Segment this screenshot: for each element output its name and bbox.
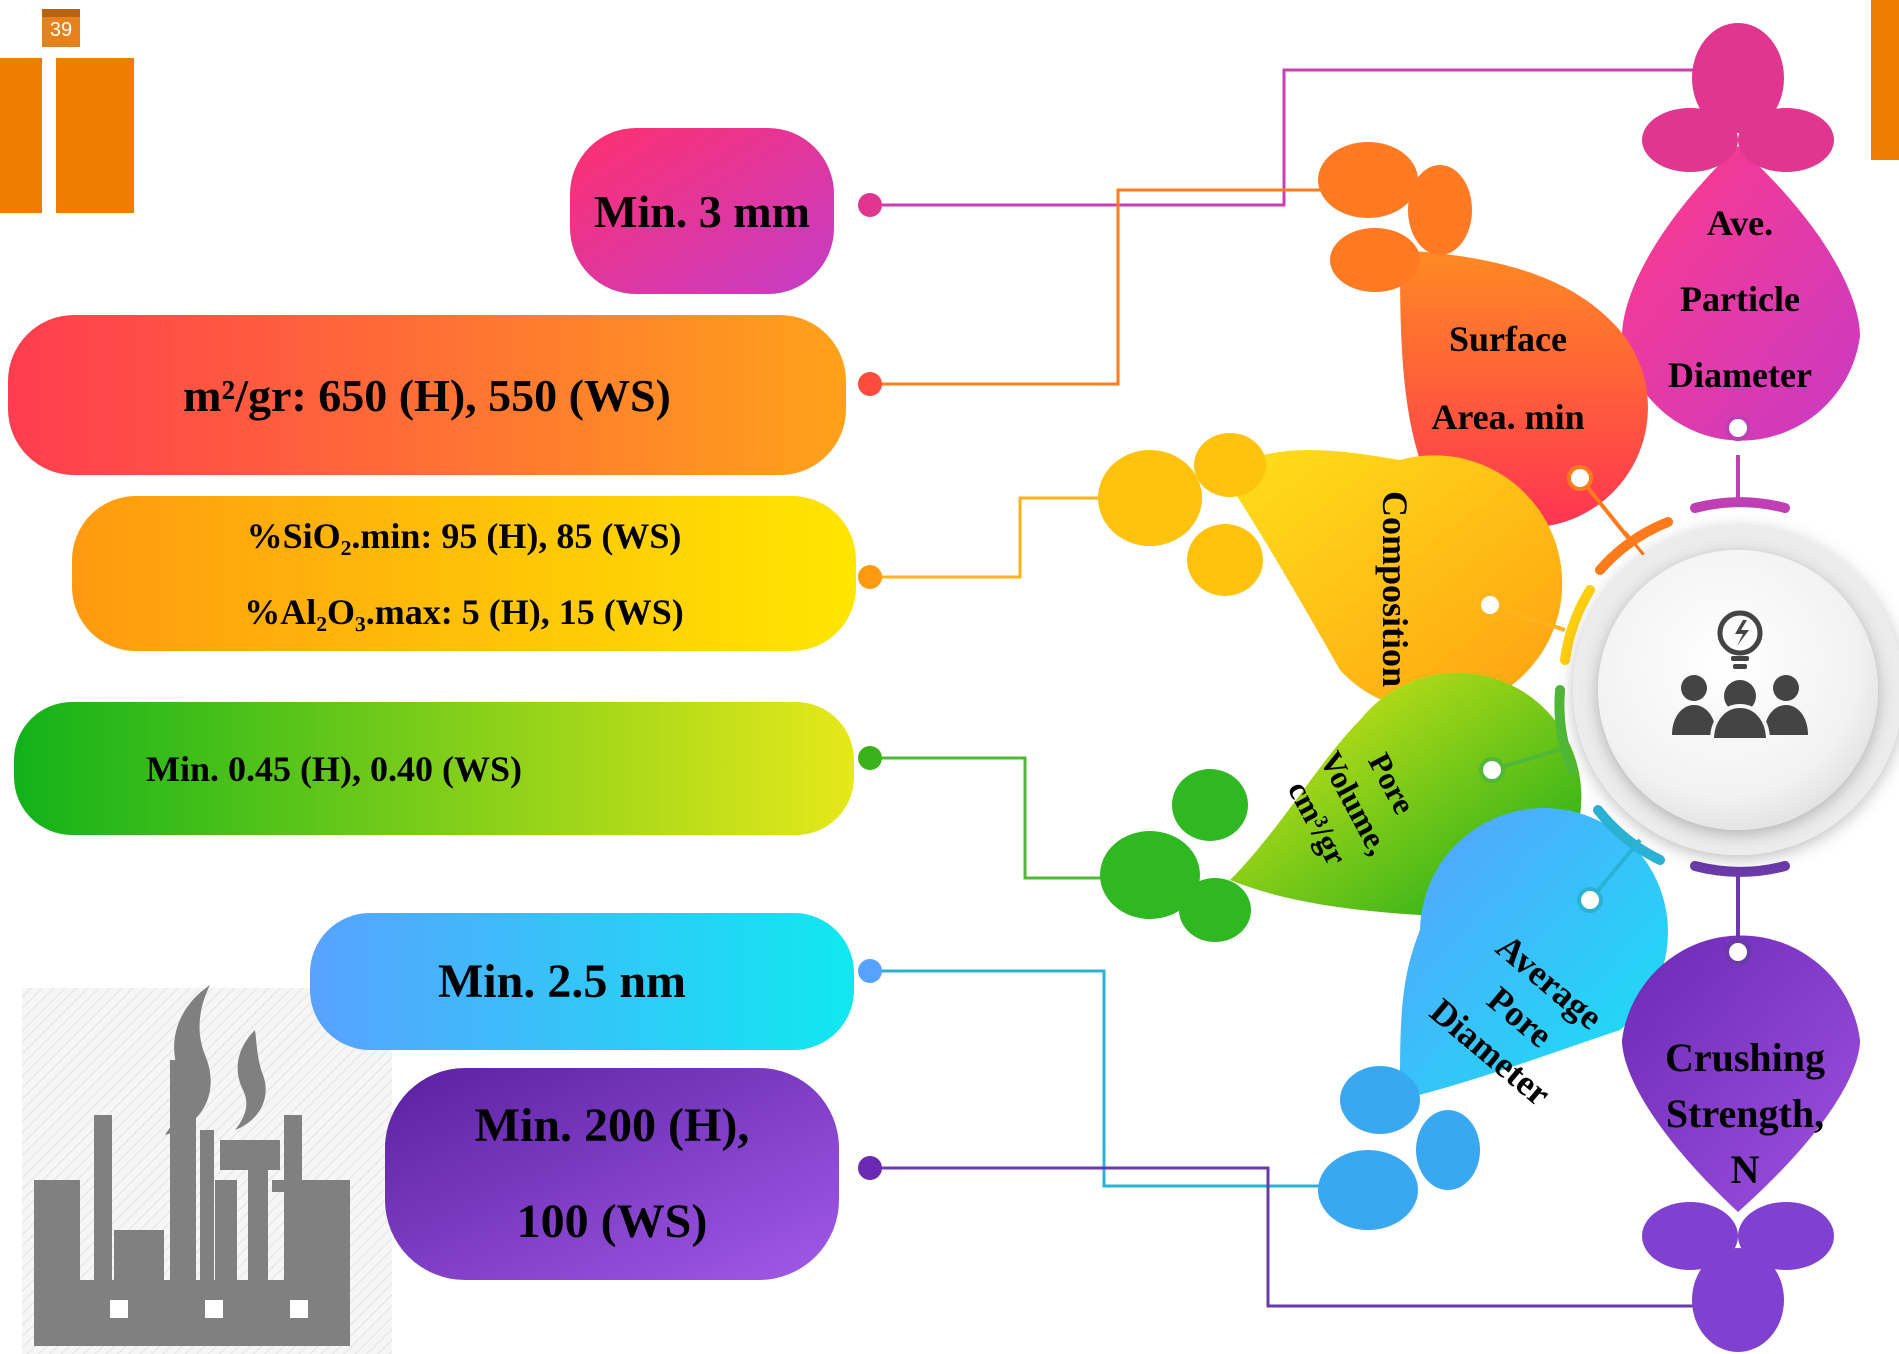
corner-bar-right (56, 58, 134, 213)
label-crushing: Crushing Strength, N (1664, 1035, 1826, 1192)
page-number: 39 (42, 9, 80, 47)
pill-pore-diameter (310, 913, 854, 1050)
label-surface: Surface Area. min (1431, 319, 1585, 437)
droplet-crushing (1622, 875, 1860, 1352)
team-idea-icon (1672, 610, 1808, 742)
factory-icon (34, 985, 350, 1346)
pill-pore-volume (14, 702, 854, 835)
droplet-surface (1318, 142, 1648, 542)
connector-dots (858, 193, 882, 1180)
pill-composition (72, 496, 856, 651)
droplet-particle (1622, 23, 1860, 505)
label-particle: Ave. Particle Diameter (1668, 203, 1812, 395)
value-surface: m²/gr: 650 (H), 550 (WS) (183, 369, 671, 421)
value-particle: Min. 3 mm (594, 185, 810, 237)
label-composition: Composition (1375, 490, 1415, 688)
droplet-pore-diameter (1318, 808, 1668, 1230)
value-crushing: Min. 200 (H), 100 (WS) (474, 1099, 750, 1248)
value-pore-diameter: Min. 2.5 nm (437, 955, 686, 1008)
pill-crushing (385, 1068, 839, 1280)
pill-particle (570, 128, 834, 294)
corner-bar-left (0, 58, 42, 213)
hub-ring (1554, 497, 1790, 877)
corner-bar-top-right (1871, 0, 1899, 160)
value-composition: %SiO₂.min: 95 (H), 85 (WS) %Al₂O₃.max: 5… (244, 515, 684, 632)
droplet-composition (1098, 433, 1566, 712)
connector-lines (868, 68, 1740, 1308)
value-pore-volume: Min. 0.45 (H), 0.40 (WS) (146, 748, 522, 789)
pill-surface (8, 315, 846, 475)
